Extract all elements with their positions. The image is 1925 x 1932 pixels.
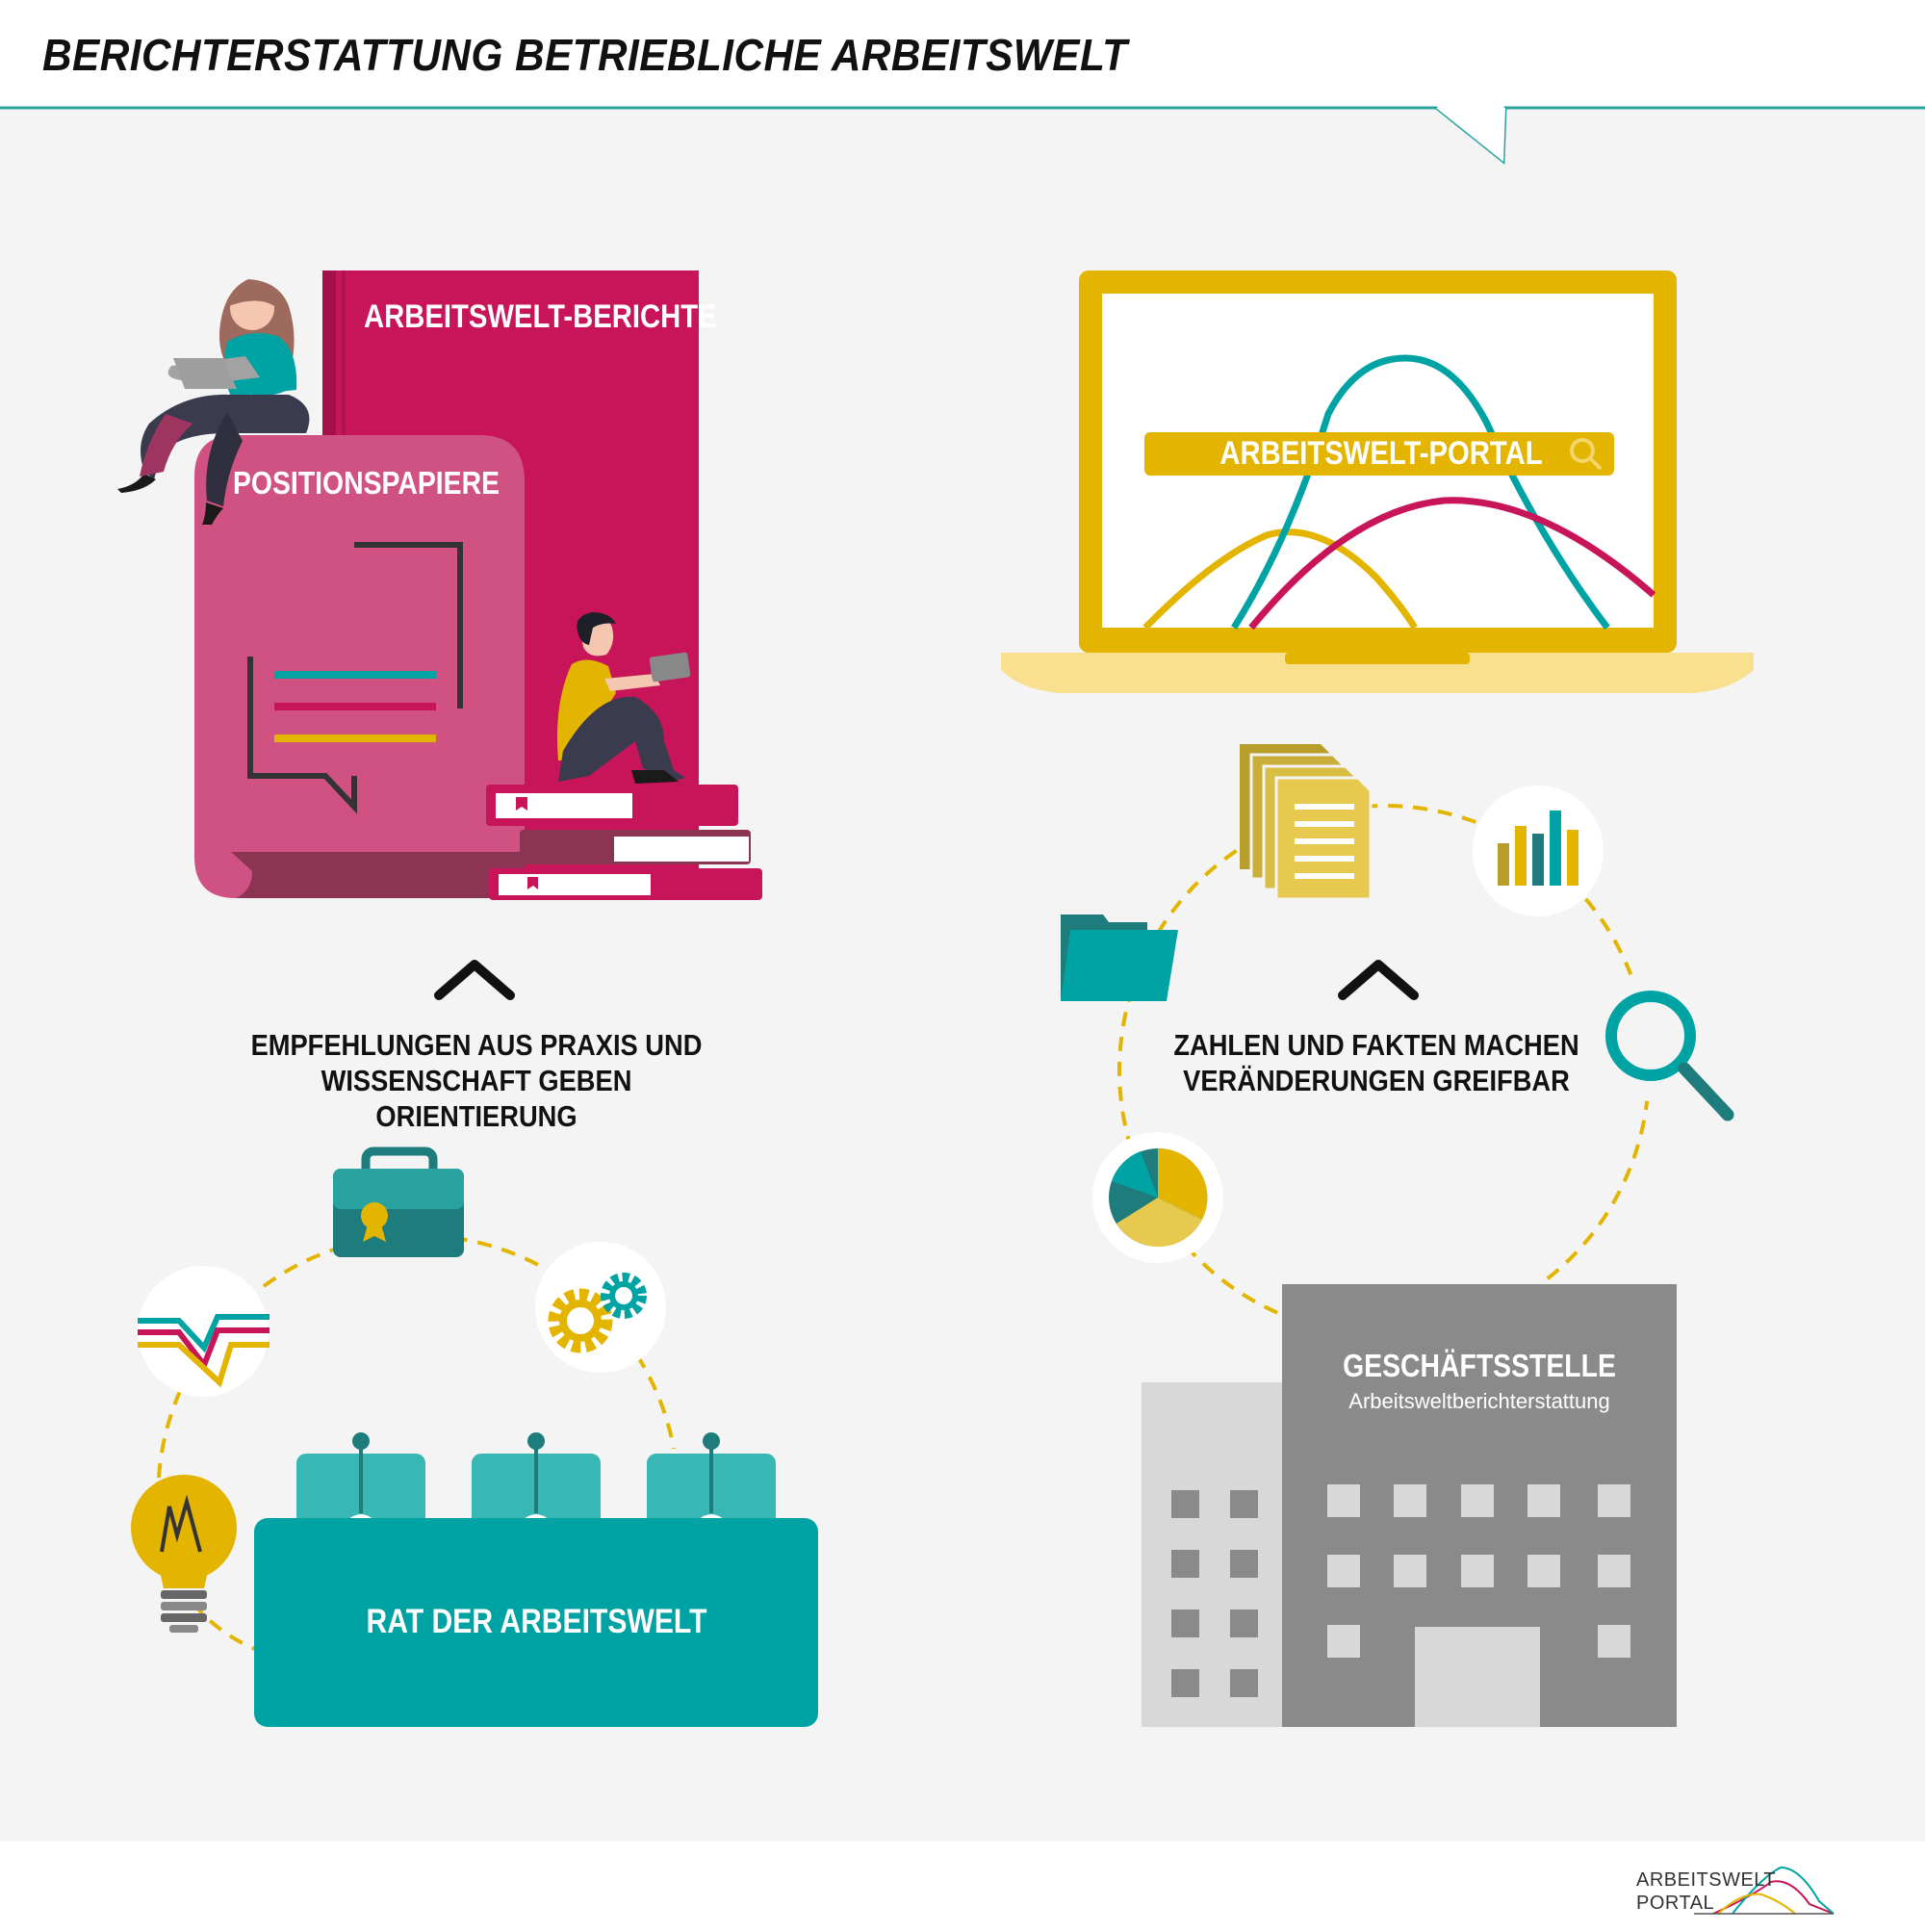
search-icon	[1570, 438, 1602, 470]
caption-line: VERÄNDERUNGEN GREIFBAR	[1183, 1064, 1570, 1097]
folder-icon	[1061, 914, 1178, 1001]
gears-icon	[535, 1242, 666, 1373]
trend-lines-icon	[138, 1266, 270, 1397]
caption-facts: ZAHLEN UND FAKTEN MACHEN VERÄNDERUNGEN G…	[1122, 1027, 1630, 1098]
arbeitswelt-portal-logo-mark	[1694, 1866, 1835, 1915]
geschaeftsstelle-label: GESCHÄFTSSTELLE	[1343, 1348, 1616, 1383]
caption-line: WISSENSCHAFT GEBEN ORIENTIERUNG	[321, 1064, 632, 1133]
caption-line: ZAHLEN UND FAKTEN MACHEN	[1173, 1028, 1579, 1062]
header-notch	[1436, 108, 1505, 162]
arbeitswelt-portal-label: ARBEITSWELT-PORTAL	[1219, 435, 1543, 472]
header-background	[0, 0, 1925, 108]
building-icon	[1142, 1284, 1677, 1727]
documents-icon	[1240, 744, 1373, 901]
positionspapiere-book	[194, 435, 525, 898]
page-title: BERICHTERSTATTUNG BETRIEBLICHE ARBEITSWE…	[42, 30, 1128, 80]
man-tablet-illustration	[556, 612, 691, 784]
chevron-up-icon	[434, 960, 515, 1000]
positionspapiere-label: POSITIONSPAPIERE	[233, 465, 500, 501]
council-table-illustration	[254, 1432, 818, 1727]
lightbulb-icon	[131, 1475, 237, 1633]
magnifier-icon	[1588, 970, 1734, 1121]
search-bar	[1144, 432, 1614, 476]
pie-chart-icon	[1092, 1132, 1223, 1263]
speech-bubble-icon	[247, 542, 463, 814]
woman-laptop-illustration	[117, 279, 310, 525]
arbeitswelt-berichte-label: ARBEITSWELT-BERICHTE	[364, 298, 717, 335]
geschaeftsstelle-sublabel: Arbeitsweltberichterstattung	[1348, 1389, 1610, 1413]
logo-text-line2: PORTAL	[1636, 1893, 1715, 1914]
caption-line: EMPFEHLUNGEN AUS PRAXIS UND	[250, 1028, 703, 1062]
book-stack-icon	[486, 785, 762, 900]
laptop-icon	[1001, 270, 1754, 693]
logo-text-line1: ARBEITSWELT	[1636, 1869, 1777, 1891]
briefcase-icon	[333, 1146, 464, 1257]
caption-recommendations: EMPFEHLUNGEN AUS PRAXIS UND WISSENSCHAFT…	[218, 1027, 735, 1134]
rat-der-arbeitswelt-label: RAT DER ARBEITSWELT	[366, 1603, 707, 1640]
footer-background	[0, 1842, 1925, 1932]
chevron-up-icon	[1338, 960, 1419, 1000]
bar-chart-icon	[1473, 786, 1604, 916]
